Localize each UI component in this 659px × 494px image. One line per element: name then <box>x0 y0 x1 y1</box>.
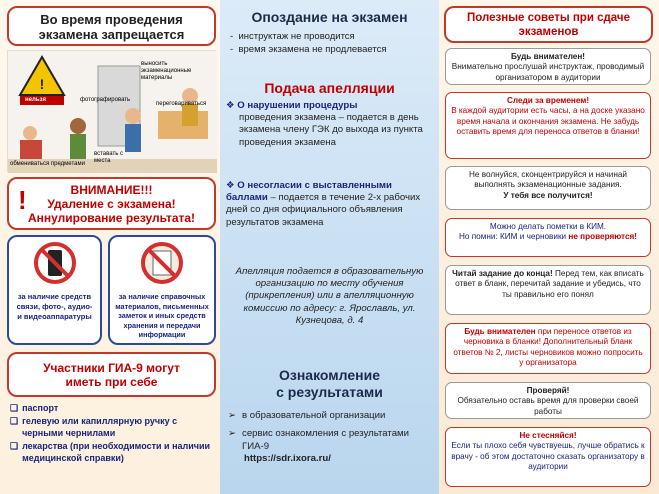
arrow-bullet-icon: ➢ <box>228 410 237 421</box>
right-column: Полезные советы при сдаче экзаменов Будь… <box>439 0 659 494</box>
arrow-bullet-icon: ➢ <box>228 428 237 440</box>
bring-title-box: Участники ГИА-9 могут иметь при себе <box>7 352 216 397</box>
no-notes-icon <box>141 242 183 284</box>
appeal-1-text: проведения экзамена – подается в день эк… <box>239 112 423 148</box>
label-stand: вставать с места <box>94 151 124 164</box>
forbidden-title-box: Во время проведения экзамена запрещается <box>7 6 216 46</box>
svg-text:!: ! <box>40 76 45 92</box>
label-chat: переговариваться <box>156 101 207 107</box>
diamond-bullet-icon: ❖ <box>226 100 235 111</box>
forbidden-title-line1: Во время проведения <box>40 12 183 27</box>
tip-4: Можно делать пометки в КИМ. Но помни: КИ… <box>445 218 651 257</box>
tips-title-box: Полезные советы при сдаче экзаменов <box>444 6 653 43</box>
list-item: - время экзамена не продлевается <box>230 44 387 55</box>
list-item: - инструктаж не проводится <box>230 31 355 42</box>
appeal-item-1: ❖ О нарушении процедуры проведения экзам… <box>226 100 433 149</box>
tip-6: Будь внимателен при переносе ответов из … <box>445 323 651 374</box>
list-item: ❑паспорт <box>10 403 59 413</box>
appeal-2-text: – подается в течение 2-х рабочих дней со… <box>226 192 421 228</box>
appeal-item-2: ❖ О несогласии с выставленными баллами –… <box>226 180 433 229</box>
results-title-2: с результатами <box>276 384 383 400</box>
left-column: Во время проведения экзамена запрещается… <box>0 0 220 494</box>
bring-title-line2: иметь при себе <box>65 375 158 389</box>
tip-2: Следи за временем! В каждой аудитории ес… <box>445 92 651 159</box>
ban-box-2: за наличие справочных материалов, письме… <box>108 235 216 345</box>
label-photo: фотографировать <box>80 97 131 103</box>
forbidden-scene-image: ! <box>8 51 217 173</box>
appeal-1-bold: О нарушении процедуры <box>237 100 358 111</box>
list-item: ➢сервис ознакомления с результатами ГИА-… <box>228 428 410 452</box>
ban-box-1: за наличие средств связи, фото-, аудио- … <box>7 235 102 345</box>
warning-line2: Удаление с экзамена! <box>47 197 176 211</box>
appeal-note: Апелляция подается в образовательную орг… <box>235 266 424 326</box>
no-phone-icon <box>33 242 76 284</box>
exclamation-icon: ! <box>18 185 27 215</box>
tip-5: Читай задание до конца! Перед тем, как в… <box>445 265 651 315</box>
label-stop: нельзя <box>25 97 46 103</box>
forbidden-title-line2: экзамена запрещается <box>38 27 185 42</box>
warning-line3: Аннулирование результата! <box>27 211 196 225</box>
list-item: ❑гелевую или капиллярную ручку с черными… <box>10 415 178 439</box>
appeal-2-bold: О несогласии с выставленными баллами <box>226 180 392 204</box>
results-title-1: Ознакомление <box>279 367 380 383</box>
center-column: Опоздание на экзамен - инструктаж не про… <box>220 0 439 494</box>
warning-title: ВНИМАНИЕ!!! <box>70 183 153 197</box>
late-title: Опоздание на экзамен <box>251 9 408 25</box>
warning-sign-icon <box>18 55 66 96</box>
bring-title-line1: Участники ГИА-9 могут <box>43 361 180 375</box>
late-list: - инструктаж не проводится - время экзам… <box>230 30 387 56</box>
bring-list: ❑паспорт ❑гелевую или капиллярную ручку … <box>10 402 218 465</box>
bullet-square-icon: ❑ <box>10 440 19 451</box>
bullet-square-icon: ❑ <box>10 403 19 413</box>
results-list: ➢в образовательной организации ➢сервис о… <box>228 410 433 466</box>
tip-8: Не стесняйся! Если ты плохо себя чувству… <box>445 427 651 487</box>
label-swap: обмениваться предметами <box>10 161 85 167</box>
list-item: ➢в образовательной организации <box>228 410 386 421</box>
forbidden-illustration: ! нельзя выносить экзаменационные матери… <box>7 50 217 173</box>
tip-7: Проверяй! Обязательно оставь время для п… <box>445 382 651 419</box>
bullet-square-icon: ❑ <box>10 415 19 426</box>
warning-box: ! ВНИМАНИЕ!!! Удаление с экзамена! Аннул… <box>7 177 216 230</box>
diamond-bullet-icon: ❖ <box>226 180 235 191</box>
list-item: ❑лекарства (при необходимости и наличии … <box>10 440 211 464</box>
ban-text-2: за наличие справочных материалов, письме… <box>115 292 209 340</box>
label-carry-out: выносить экзаменационные материалы <box>141 61 192 81</box>
ban-text-1: за наличие средств связи, фото-, аудио- … <box>16 292 93 321</box>
tip-3: Не волнуйся, сконцентрируйся и начинай в… <box>445 166 651 210</box>
tips-title: Полезные советы при сдаче экзаменов <box>467 12 630 38</box>
results-url[interactable]: https://sdr.ixora.ru/ <box>244 453 331 465</box>
tip-1: Будь внимателен! Внимательно прослушай и… <box>445 48 651 85</box>
appeal-title: Подача апелляции <box>264 80 395 96</box>
